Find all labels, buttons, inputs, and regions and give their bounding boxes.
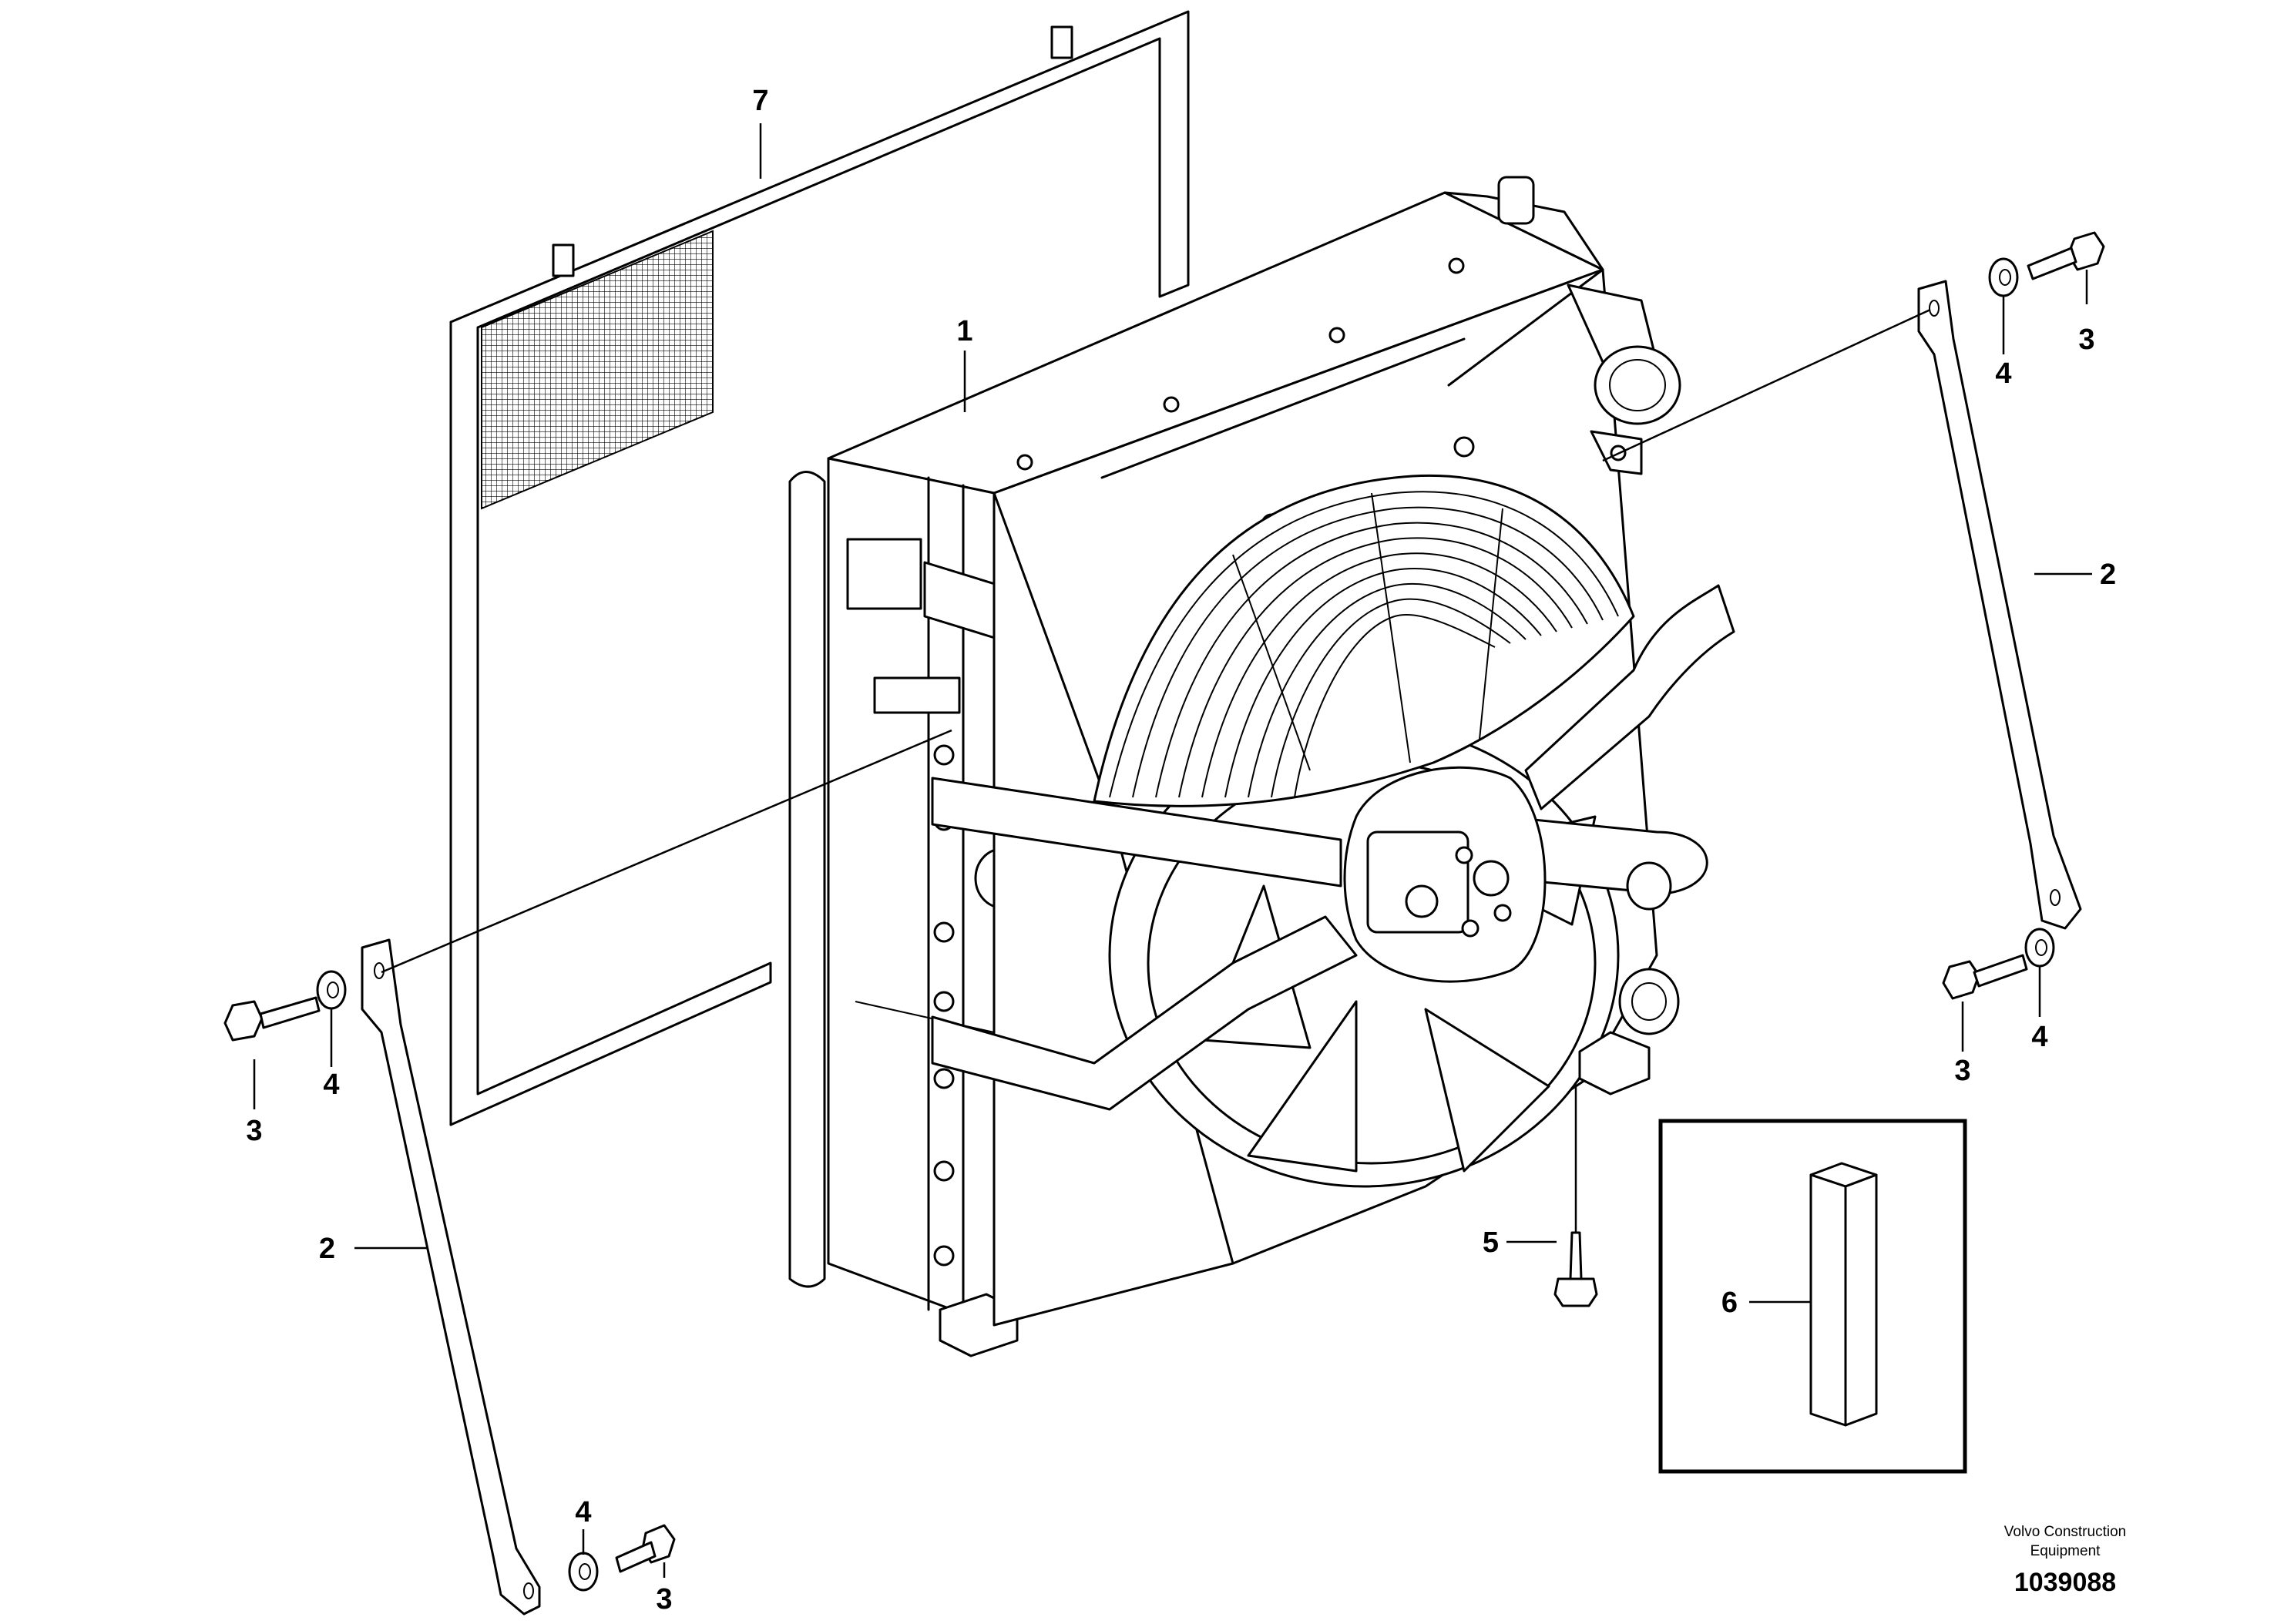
- screw-right-bottom: [1942, 954, 2028, 1000]
- credit-line-1: Volvo Construction: [2004, 1524, 2126, 1540]
- stay-rod-right: [1917, 280, 2082, 930]
- callout-screw-bottom: 3: [656, 1583, 672, 1616]
- callout-washer-bottom: 4: [575, 1496, 591, 1528]
- sealing-strip: [1809, 1162, 1878, 1427]
- washer-right-bottom: [2024, 928, 2055, 968]
- callout-washer-right-bottom: 4: [2031, 1021, 2047, 1053]
- callout-leaders: [253, 123, 2092, 1578]
- document-number: 1039088: [2014, 1568, 2116, 1597]
- radiator-assembly: [788, 176, 1735, 1357]
- callout-screw-right-bottom: 3: [1954, 1055, 1970, 1087]
- fan-guard-wires: [1109, 491, 1619, 798]
- callout-labels: 7 1 2 2 3 4 4 3 4 3 3 4 5 6: [246, 85, 2116, 1616]
- stay-rod-left: [361, 938, 541, 1616]
- screw-left: [223, 996, 321, 1042]
- credit-block: Volvo Construction Equipment 1039088: [2004, 1524, 2126, 1597]
- callout-washer-left: 4: [323, 1069, 339, 1101]
- washer-right-top: [1988, 257, 2019, 297]
- credit-line-2: Equipment: [2030, 1543, 2101, 1559]
- washer-left: [316, 970, 347, 1010]
- callout-sealing-strip: 6: [1721, 1287, 1738, 1319]
- callout-stay-right: 2: [2100, 559, 2116, 591]
- screw-right-top: [2027, 231, 2105, 280]
- callout-radiator: 1: [956, 315, 972, 347]
- callout-screw-right-top: 3: [2078, 324, 2094, 356]
- screen-frame: [449, 10, 1190, 1126]
- detail-box: [1658, 1119, 1967, 1474]
- callout-flange-screw: 5: [1483, 1226, 1499, 1259]
- screw-bottom: [615, 1524, 676, 1573]
- callout-screw-left: 3: [246, 1115, 262, 1147]
- callout-screen: 7: [752, 85, 768, 117]
- callout-stay-left: 2: [319, 1233, 335, 1265]
- flange-screw: [1553, 1231, 1598, 1307]
- callout-washer-right-top: 4: [1995, 357, 2011, 390]
- washer-bottom: [568, 1552, 599, 1592]
